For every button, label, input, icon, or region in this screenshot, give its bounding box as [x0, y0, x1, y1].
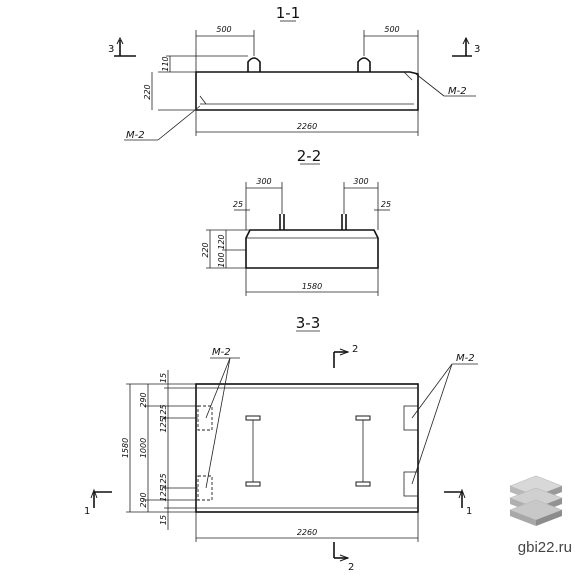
dim-1000: 1000 [139, 438, 148, 458]
cut-label-1-right: 1 [466, 506, 472, 517]
leader-line [205, 357, 231, 419]
dim-120: 120 [217, 234, 226, 249]
arrow-right-icon [339, 348, 350, 356]
dim-25-right: 25 [381, 200, 391, 209]
dim-2260: 2260 [297, 122, 317, 131]
cut-label-1-left: 1 [84, 506, 90, 517]
slab-profile-1 [195, 71, 419, 111]
dim-125-b: 125 [159, 417, 168, 432]
section-1-1: 1-1 500 500 220 110 2260 M-2 [108, 4, 480, 141]
section-2-2: 2-2 300 300 25 25 220 120 100 [201, 147, 391, 296]
arrow-up-icon [90, 488, 98, 499]
mark-m2-right: M-2 [448, 86, 467, 97]
leader-line [415, 73, 445, 97]
slab-profile-2 [245, 229, 379, 269]
cut-label-3-right: 3 [474, 44, 480, 55]
stacked-slabs-logo-icon [509, 475, 563, 526]
dim-15-top: 15 [159, 373, 168, 383]
dim-290-top: 290 [139, 392, 148, 407]
section-3-title: 3-3 [296, 314, 321, 332]
embedded-plate-marks [199, 71, 413, 105]
dim-500-right: 500 [384, 25, 399, 34]
section-3-3: 3-3 1580 1000 290 290 15 [84, 314, 478, 573]
loop-plan [245, 481, 261, 487]
watermark: gbi22.ru [509, 475, 572, 556]
dim-500-left: 500 [216, 25, 231, 34]
dim-290-bottom: 290 [139, 492, 148, 507]
arrow-up-icon [116, 36, 124, 45]
loop-plan [355, 415, 371, 421]
dim-125-a: 125 [159, 404, 168, 419]
section-1-title: 1-1 [276, 4, 301, 22]
leader-line [157, 105, 201, 141]
watermark-text: gbi22.ru [518, 539, 572, 556]
cut-label-2-top: 2 [352, 344, 358, 355]
embedded-plate-left-top [197, 405, 213, 431]
dim-220: 220 [143, 84, 152, 99]
dim-300-right: 300 [353, 177, 368, 186]
dim-25-left: 25 [233, 200, 243, 209]
mark-m2-left: M-2 [212, 347, 231, 358]
cut-label-2-bottom: 2 [348, 562, 354, 573]
lifting-loop-right [357, 57, 371, 72]
dim-110: 110 [161, 56, 170, 71]
dim-125-d: 125 [159, 486, 168, 501]
arrow-right-icon [339, 554, 350, 562]
dim-1580: 1580 [302, 282, 322, 291]
cut-label-3-left: 3 [108, 44, 114, 55]
leader-line [411, 363, 453, 419]
dim-300-left: 300 [256, 177, 271, 186]
embedded-plate-right-top [403, 405, 419, 431]
arrow-up-icon [458, 488, 466, 499]
dim-15-bottom: 15 [159, 515, 168, 525]
dim-2260: 2260 [297, 528, 317, 537]
loop-plan [355, 481, 371, 487]
section-2-title: 2-2 [297, 147, 322, 165]
leader-line [205, 357, 231, 489]
embedded-plate-left-bottom [197, 475, 213, 501]
arrow-up-icon [462, 36, 470, 45]
dim-100: 100 [217, 252, 226, 267]
leader-line [411, 363, 453, 485]
embedded-plate-right-bottom [403, 471, 419, 497]
dim-125-c: 125 [159, 473, 168, 488]
loop-plan [245, 415, 261, 421]
slab-plan [195, 383, 419, 513]
mark-m2-left: M-2 [126, 130, 145, 141]
lifting-loop-left [247, 57, 261, 72]
dim-1580: 1580 [121, 438, 130, 458]
dim-220: 220 [201, 242, 210, 257]
mark-m2-right: M-2 [456, 353, 475, 364]
